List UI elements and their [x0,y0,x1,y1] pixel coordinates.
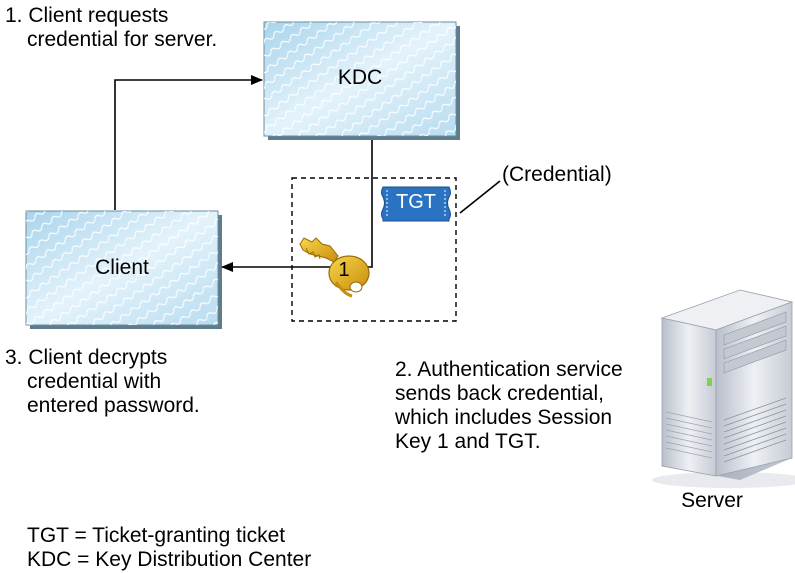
credential-leader [459,180,501,214]
session-key-number: 1 [338,259,350,281]
session-key-icon [299,237,370,298]
step-2-line-1: 2. Authentication service [395,358,623,381]
kdc-label: KDC [337,66,383,89]
step-2-line-2: sends back credential, [395,382,604,405]
kdc-box [263,21,460,140]
legend-tgt: TGT = Ticket-granting ticket [27,524,286,547]
tgt-ticket-icon [381,186,451,222]
step-3-line-2: credential with [27,370,162,393]
response-arrow [221,140,373,272]
request-arrow [114,75,263,210]
credential-box [291,177,457,322]
tgt-ticket-label: TGT [396,191,436,213]
credential-label: (Credential) [502,163,612,186]
legend-kdc: KDC = Key Distribution Center [27,548,312,571]
step-1-line-1: 1. Client requests [5,4,169,27]
server-label: Server [681,489,743,512]
step-2-line-3: which includes Session [395,406,613,429]
step-2-line-4: Key 1 and TGT. [395,430,541,453]
client-box [25,210,222,329]
step-1-line-2: credential for server. [27,28,218,51]
step-3-line-1: 3. Client decrypts [5,346,168,369]
step-3-line-3: entered password. [27,394,200,417]
server-icon [652,289,795,488]
client-label: Client [95,256,149,279]
